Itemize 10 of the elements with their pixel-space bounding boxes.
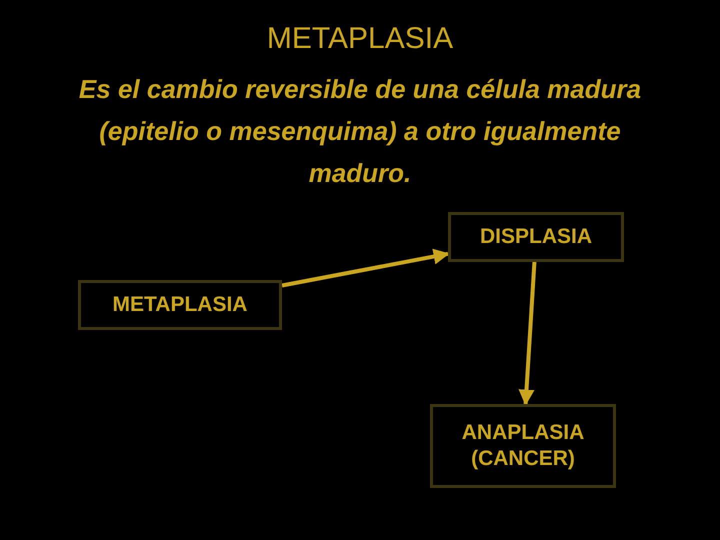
node-label: METAPLASIA (112, 292, 248, 318)
node-label: DISPLASIA (480, 224, 592, 250)
arrow (282, 248, 450, 288)
process-box (78, 280, 282, 330)
arrow (518, 262, 536, 406)
process-box (448, 212, 624, 262)
process-box (430, 404, 616, 488)
node-label: ANAPLASIA (CANCER) (460, 420, 586, 472)
subtitle-text: Es el cambio reversible de una célula madura (epitelio o mesenquima) a otro igualmente maduro. (78, 73, 642, 190)
title: METAPLASIA (266, 22, 454, 56)
